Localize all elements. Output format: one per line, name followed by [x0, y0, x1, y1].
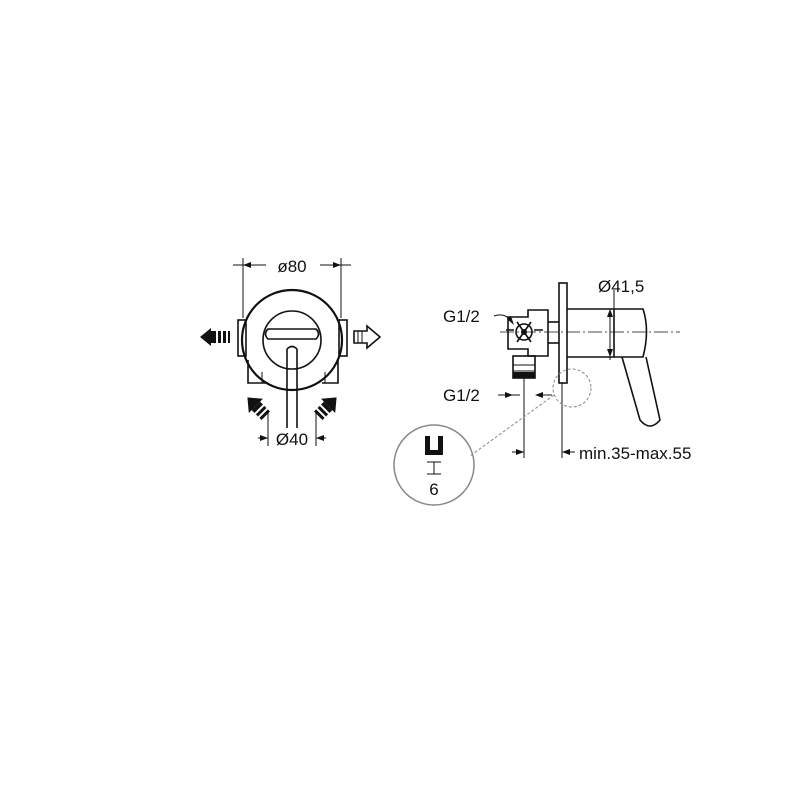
inlet-bottom-callout: G1/2: [443, 386, 552, 405]
outer-diameter-label: ø80: [277, 257, 306, 276]
detail-view: 6: [393, 424, 475, 506]
dimension-handle-diameter: Ø40: [258, 410, 326, 449]
handle-slot: [264, 328, 320, 340]
dimension-rosette-diameter: Ø41,5: [598, 277, 644, 360]
wall-plate: [558, 282, 568, 384]
detail-outline-circle: [393, 424, 475, 506]
inlet-bottom-label: G1/2: [443, 386, 480, 405]
handle-diameter-label: Ø40: [276, 430, 308, 449]
rosette-outer-circle: [240, 288, 344, 392]
detail-leader-line: [469, 394, 555, 457]
inlet-top-label: G1/2: [443, 307, 480, 326]
outlet-left-arrow-icon: [200, 328, 230, 346]
inlet-left-arrow-icon: [247, 397, 271, 421]
detail-reference-circle: [552, 368, 592, 408]
rosette-diameter-label: Ø41,5: [598, 277, 644, 296]
outlet-right-arrow-icon: [353, 324, 382, 350]
handle-cap-circle: [262, 310, 322, 370]
depth-range-label: min.35-max.55: [579, 444, 691, 463]
inlet-right-arrow-icon: [313, 397, 337, 421]
dimension-outer-diameter: ø80: [233, 257, 351, 318]
front-view: ø80 Ø40: [200, 257, 382, 449]
handle-lever: [286, 349, 298, 428]
side-view: Ø41,5 G1/2 G1/2 min.35-max.55: [443, 277, 691, 463]
inlet-top-callout: G1/2: [443, 307, 514, 326]
hex-size-label: 6: [429, 480, 438, 499]
dimension-depth-range: min.35-max.55: [512, 378, 691, 463]
